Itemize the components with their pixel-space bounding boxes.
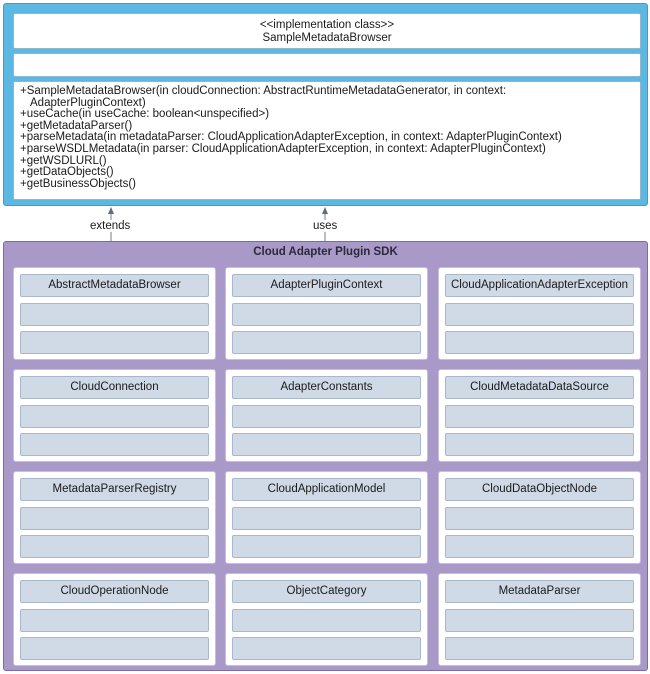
sdk-class-operations [20,331,209,354]
sdk-class-name: CloudApplicationModel [232,478,421,501]
class-operation: +getMetadataParser() [20,119,133,132]
class-attributes-compartment [13,53,641,77]
sdk-class-name: ObjectCategory [232,580,421,603]
sdk-class-operations [232,535,421,558]
sdk-class-attributes [232,609,421,632]
class-header: <<implementation class>> SampleMetadataB… [13,13,641,49]
sdk-class-attributes [445,405,634,428]
sdk-class-attributes [232,303,421,326]
sdk-class-card: MetadataParserRegistry [13,471,216,564]
sdk-class-name: MetadataParser [445,580,634,603]
implementation-class-box: <<implementation class>> SampleMetadataB… [3,3,648,206]
sdk-class-name: CloudApplicationAdapterException [445,274,634,297]
sdk-class-operations [445,331,634,354]
sdk-class-operations [445,535,634,558]
uses-label: uses [311,220,340,232]
uses-arrowhead [322,207,328,214]
class-operation: AdapterPluginContext) [30,96,146,109]
sdk-class-card: ObjectCategory [225,573,428,666]
sdk-class-operations [445,433,634,456]
class-operation: +SampleMetadataBrowser(in cloudConnectio… [20,85,507,97]
sdk-class-name: CloudDataObjectNode [445,478,634,501]
sdk-class-name: CloudOperationNode [20,580,209,603]
class-operation: +parseMetadata(in metadataParser: CloudA… [20,131,562,144]
sdk-class-attributes [445,303,634,326]
sdk-class-attributes [20,609,209,632]
class-operations-compartment: +SampleMetadataBrowser(in cloudConnectio… [13,81,641,200]
class-operation: +getDataObjects() [20,166,114,179]
class-operation: +parseWSDLMetadata(in parser: CloudAppli… [20,142,546,155]
sdk-class-attributes [232,405,421,428]
class-operation: +useCache(in useCache: boolean<unspecifi… [20,108,270,121]
sdk-class-card: CloudOperationNode [13,573,216,666]
sdk-class-attributes [20,405,209,428]
sdk-class-name: AdapterConstants [232,376,421,399]
sdk-class-card: MetadataParser [438,573,641,666]
sdk-class-card: AbstractMetadataBrowser [13,267,216,360]
sdk-class-operations [445,637,634,660]
sdk-class-name: AbstractMetadataBrowser [20,274,209,297]
sdk-class-name: AdapterPluginContext [232,274,421,297]
class-operation: +getBusinessObjects() [20,177,137,190]
sdk-class-name: CloudConnection [20,376,209,399]
sdk-class-name: CloudMetadataDataSource [445,376,634,399]
sdk-class-operations [20,535,209,558]
sdk-package-title: Cloud Adapter Plugin SDK [253,246,398,258]
sdk-class-attributes [232,507,421,530]
sdk-class-card: CloudApplicationAdapterException [438,267,641,360]
sdk-class-attributes [20,507,209,530]
sdk-package: Cloud Adapter Plugin SDK AbstractMetadat… [3,241,648,671]
sdk-class-operations [20,433,209,456]
sdk-class-card: AdapterPluginContext [225,267,428,360]
sdk-class-operations [20,637,209,660]
extends-label: extends [88,220,133,232]
sdk-class-operations [232,637,421,660]
sdk-class-attributes [20,303,209,326]
class-name: SampleMetadataBrowser [262,32,392,44]
sdk-class-attributes [445,609,634,632]
sdk-class-card: CloudDataObjectNode [438,471,641,564]
sdk-class-name: MetadataParserRegistry [20,478,209,501]
sdk-class-card: CloudConnection [13,369,216,462]
class-stereotype: <<implementation class>> [259,19,395,31]
sdk-class-operations [232,331,421,354]
sdk-class-card: CloudApplicationModel [225,471,428,564]
sdk-class-card: CloudMetadataDataSource [438,369,641,462]
extends-arrowhead [108,207,114,214]
class-operation: +getWSDLURL() [20,154,107,167]
sdk-class-operations [232,433,421,456]
sdk-class-attributes [445,507,634,530]
sdk-class-card: AdapterConstants [225,369,428,462]
